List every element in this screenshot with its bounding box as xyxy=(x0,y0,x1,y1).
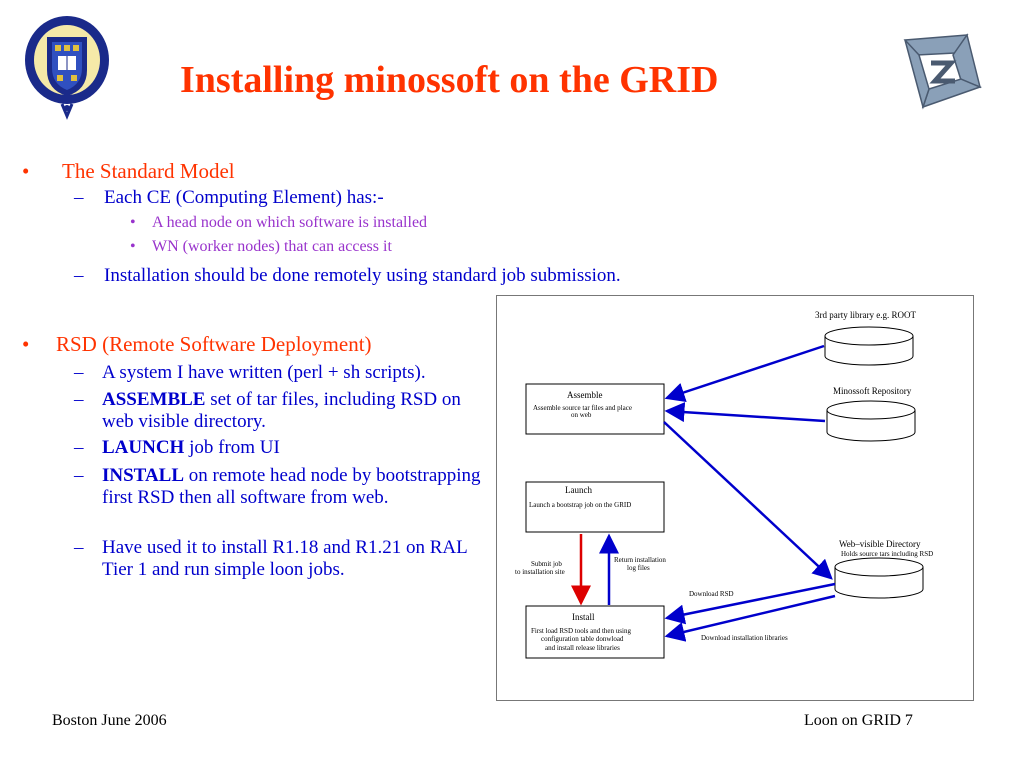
install-desc3: and install release libraries xyxy=(545,644,620,652)
subsub-head-node: A head node on which software is install… xyxy=(152,214,428,231)
assemble-desc1: Assemble source tar files and place xyxy=(533,404,632,412)
dash-marker: – xyxy=(74,437,84,458)
slide-title: Installing minossoft on the GRID xyxy=(180,59,719,101)
sub-bullet-installation: Installation should be done remotely usi… xyxy=(104,265,621,286)
subsub-worker-nodes: WN (worker nodes) that can access it xyxy=(152,238,392,255)
webdir-label: Web–visible Directory xyxy=(839,539,921,549)
repository-cylinder xyxy=(826,400,916,442)
webdir-sub-label: Holds source tars including RSD xyxy=(841,550,933,558)
grid-logo xyxy=(903,33,983,110)
bullet-standard-model: The Standard Model xyxy=(62,159,235,183)
dash-marker: – xyxy=(74,265,84,286)
rsd-item-launch: LAUNCH job from UI xyxy=(102,437,280,458)
launch-desc: Launch a bootstrap job on the GRID xyxy=(529,501,631,509)
arrow-webdir-to-install-libs xyxy=(664,594,836,642)
submit-label1: Submit job xyxy=(531,560,562,568)
dash-marker: – xyxy=(74,537,84,558)
install-title: Install xyxy=(572,612,595,622)
arrow-library-to-assemble xyxy=(664,344,825,402)
arrow-webdir-to-install-rsd xyxy=(664,582,836,625)
bullet-marker: • xyxy=(22,332,30,356)
launch-title: Launch xyxy=(565,485,592,495)
return-label1: Return installation xyxy=(614,556,666,564)
download-libs-label: Download installation libraries xyxy=(701,634,788,642)
subsub-marker: • xyxy=(130,214,136,231)
launch-box xyxy=(525,481,665,533)
rsd-item-assemble: ASSEMBLE set of tar files, including RSD… xyxy=(102,389,461,432)
dash-marker: – xyxy=(74,187,84,208)
footer-left: Boston June 2006 xyxy=(52,712,167,729)
install-desc1: First load RSD tools and then using xyxy=(531,627,631,635)
assemble-desc2: on web xyxy=(571,411,592,419)
install-box xyxy=(525,605,665,659)
assemble-title: Assemble xyxy=(567,390,603,400)
rsd-item-install: INSTALL on remote head node by bootstrap… xyxy=(102,465,481,508)
bullet-rsd: RSD (Remote Software Deployment) xyxy=(56,332,372,356)
return-label2: log files xyxy=(627,564,650,572)
repository-label: Minossoft Repository xyxy=(833,386,912,396)
dash-marker: – xyxy=(74,465,84,486)
arrow-assemble-to-webdir xyxy=(663,421,833,580)
dash-marker: – xyxy=(74,362,84,383)
sub-bullet-ce: Each CE (Computing Element) has:- xyxy=(104,187,384,208)
footer-right: Loon on GRID 7 xyxy=(804,712,913,729)
download-rsd-label: Download RSD xyxy=(689,590,734,598)
library-label: 3rd party library e.g. ROOT xyxy=(815,310,916,320)
arrow-repo-to-assemble xyxy=(664,402,826,423)
submit-label2: to installation site xyxy=(515,568,565,576)
rsd-item-used: Have used it to install R1.18 and R1.21 … xyxy=(102,537,468,580)
rsd-item-system: A system I have written (perl + sh scrip… xyxy=(102,362,426,383)
dash-marker: – xyxy=(74,389,84,410)
rsd-diagram: 3rd party library e.g. ROOT Minossoft Re… xyxy=(496,295,974,701)
install-desc2: configuration table donwload xyxy=(541,635,624,643)
library-cylinder xyxy=(824,326,914,366)
subsub-marker: • xyxy=(130,238,136,255)
webdir-cylinder xyxy=(834,557,924,599)
bullet-marker: • xyxy=(22,159,30,183)
assemble-box xyxy=(525,383,665,435)
oxford-crest-logo xyxy=(25,16,109,120)
